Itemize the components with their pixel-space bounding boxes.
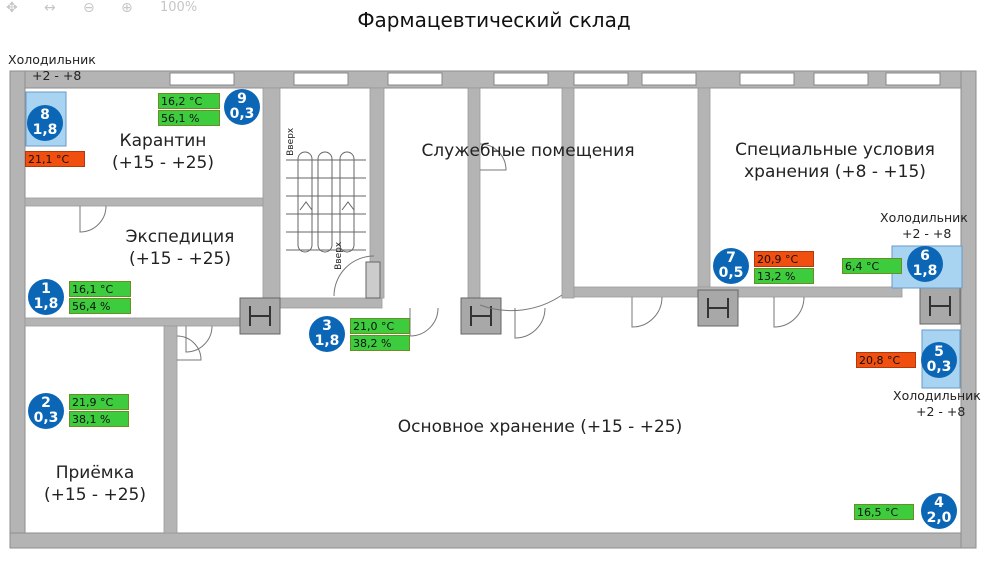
reading-hum-9[interactable]: 56,1 % (158, 110, 220, 126)
reading-temp-6[interactable]: 6,4 °C (842, 258, 902, 274)
fridge-label-5: Холодильник +2 - +8 (893, 388, 981, 421)
zoom-in-icon[interactable]: ⊕ (121, 0, 133, 16)
windows (169, 72, 941, 86)
page-title: Фармацевтический склад (357, 8, 631, 32)
doors (79, 143, 805, 361)
room-service: Служебные помещения (398, 140, 658, 162)
fridge-name: Холодильник (893, 388, 981, 403)
room-name: Служебные помещения (421, 141, 635, 161)
room-quarantine: Карантин (+15 - +25) (88, 130, 238, 174)
room-main: Основное хранение (+15 - +25) (380, 416, 700, 438)
room-expedition: Экспедиция (+15 - +25) (100, 226, 260, 270)
stairs-up-label: Вверх (286, 127, 297, 156)
reading-temp-9[interactable]: 16,2 °C (158, 93, 220, 109)
room-range: (+15 - +25) (129, 249, 231, 270)
reading-hum-1[interactable]: 56,4 % (69, 298, 131, 314)
fridge-range: +2 - +8 (902, 226, 952, 242)
reading-temp-1[interactable]: 16,1 °C (69, 281, 131, 297)
room-special: Специальные условия хранения (+8 - +15) (720, 139, 950, 183)
outer-walls (9, 70, 977, 549)
fridge-label-6: Холодильник +2 - +8 (880, 210, 968, 243)
columns (239, 287, 961, 335)
reading-hum-2[interactable]: 38,1 % (69, 411, 129, 427)
move-icon[interactable]: ✥ (6, 0, 18, 16)
room-name: Специальные условия (735, 140, 935, 160)
fridge-range: +2 - +8 (916, 404, 966, 420)
room-receiving: Приёмка (+15 - +25) (30, 462, 160, 506)
reading-temp-4[interactable]: 16,5 °C (854, 504, 914, 520)
room-name: Приёмка (55, 463, 135, 483)
fridge-name: Холодильник (880, 210, 968, 225)
room-name-2: хранения (+8 - +15) (744, 162, 926, 183)
fridge-range: +2 - +8 (32, 68, 82, 84)
zoom-out-icon[interactable]: ⊖ (83, 0, 95, 16)
room-name: Карантин (119, 131, 207, 151)
room-name: Основное хранение (+15 - +25) (397, 417, 683, 437)
stairs-up-label-2: Вверх (334, 241, 345, 270)
fridge-name: Холодильник (8, 52, 96, 67)
fridge-label-8: Холодильник +2 - +8 (8, 52, 96, 85)
reading-temp-7[interactable]: 20,9 °C (754, 251, 814, 267)
reading-temp-8[interactable]: 21,1 °C (25, 151, 85, 167)
room-range: (+15 - +25) (112, 153, 214, 174)
reading-hum-7[interactable]: 13,2 % (754, 268, 814, 284)
room-name: Экспедиция (125, 227, 235, 247)
reading-temp-2[interactable]: 21,9 °C (69, 394, 129, 410)
staircase (286, 151, 381, 299)
room-range: (+15 - +25) (44, 485, 146, 506)
viewer-toolbar: ✥ ↔ ⊖ ⊕ 100% (0, 0, 220, 18)
column-marks (249, 296, 951, 326)
zoom-level: 100% (160, 0, 198, 15)
reading-temp-3[interactable]: 21,0 °C (350, 318, 410, 334)
fit-width-icon[interactable]: ↔ (44, 0, 56, 16)
reading-temp-5[interactable]: 20,8 °C (856, 352, 916, 368)
reading-hum-3[interactable]: 38,2 % (350, 335, 410, 351)
